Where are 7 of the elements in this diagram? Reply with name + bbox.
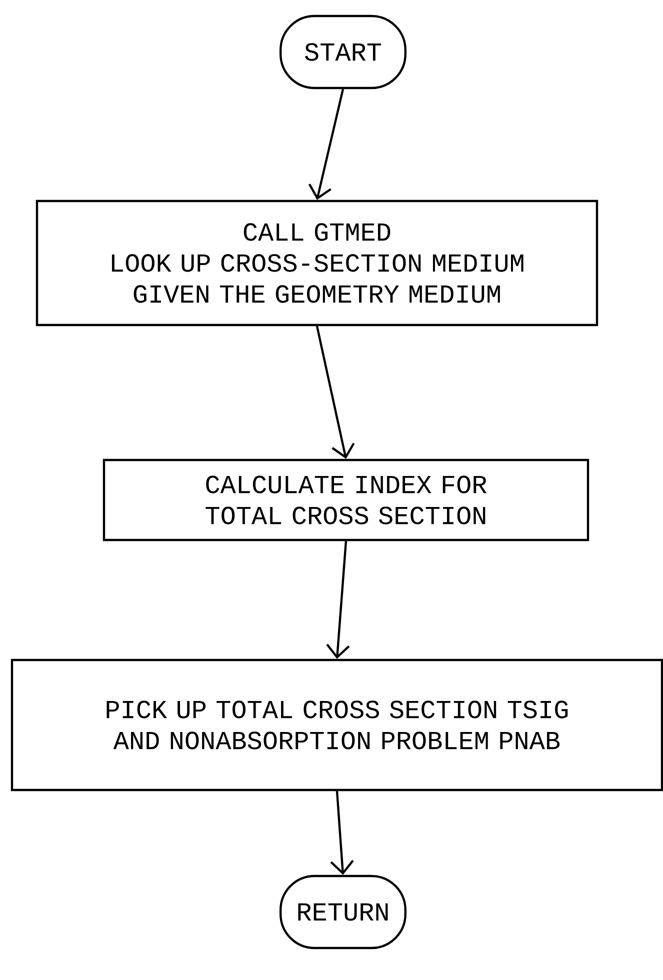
process-box: CALCULATE INDEX FOR TOTAL CROSS SECTION: [102, 458, 590, 542]
arrow: [308, 88, 344, 200]
arrow: [326, 541, 350, 659]
arrow: [316, 326, 355, 459]
process-box: PICK UP TOTAL CROSS SECTION TSIG AND NONABSORPTION PROBLEM PNAB: [10, 658, 663, 792]
arrow: [330, 791, 354, 875]
process-box: CALL GTMED LOOK UP CROSS-SECTION MEDIUM GIVEN THE GEOMETRY MEDIUM: [36, 200, 598, 326]
